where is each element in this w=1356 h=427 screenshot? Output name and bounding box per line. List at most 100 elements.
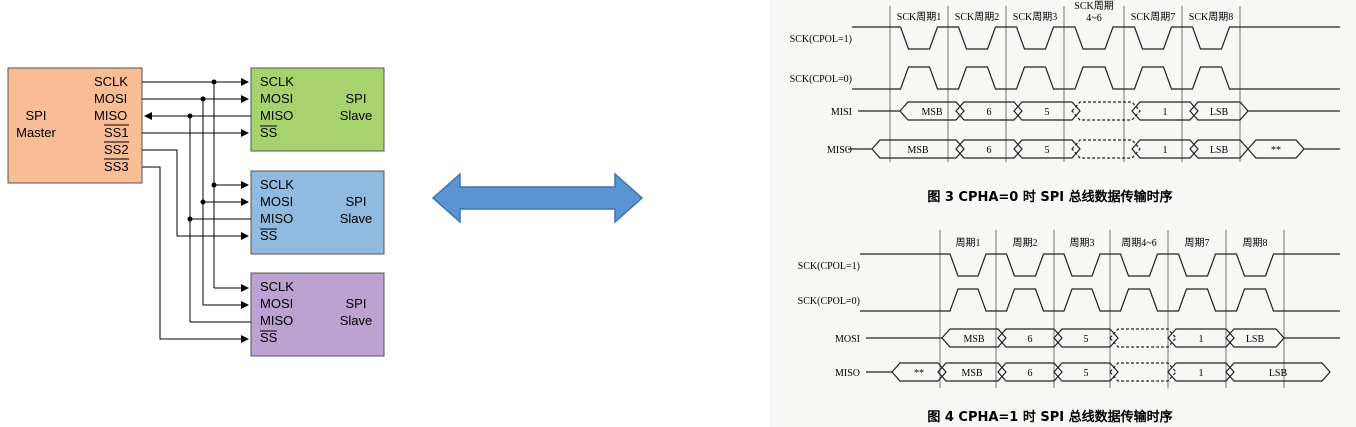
master-pin-ss1: SS1 (104, 125, 129, 140)
sck-waveform-cpol0 (860, 288, 1340, 312)
slave-2-title-line1: SPI (346, 194, 367, 209)
miso-bit-1 (871, 139, 965, 159)
miso-bit-label-6: LSB (1210, 145, 1229, 156)
mosi-bit-3 (1013, 101, 1081, 121)
mosi-bit-3 (1053, 328, 1119, 348)
miso-bit-label-4: 5 (1084, 368, 1089, 379)
cycle-label-5: 周期7 (1185, 237, 1210, 249)
signal-name-2: SCK(CPOL=0) (798, 296, 860, 307)
slave-3-title-line1: SPI (346, 296, 367, 311)
cycle-label-5: SCK周期7 (1131, 11, 1175, 23)
signal-name-4: MISO (835, 368, 860, 379)
mosi-bit-label-6: LSB (1246, 334, 1265, 345)
slave-1-box (250, 67, 385, 152)
miso-bit-label-1: MSB (907, 145, 928, 156)
sck-waveform-cpol1 (852, 26, 1340, 50)
slave-1-pin-miso: MISO (260, 108, 293, 123)
miso-bit-6 (1167, 362, 1235, 382)
cycle-label-1: SCK周期1 (897, 11, 941, 23)
master-pin-sclk: SCLK (94, 74, 128, 89)
slave-2-pin-miso: MISO (260, 211, 293, 226)
master-title-line1: SPI (26, 108, 47, 123)
mosi-bit-4 (1109, 328, 1177, 348)
slave-1-title-line1: SPI (346, 91, 367, 106)
mosi-bit-label-1: MSB (921, 107, 942, 118)
mosi-bit-1 (941, 328, 1007, 348)
signal-name-2: SCK(CPOL=0) (790, 74, 852, 85)
signal-name-3: MISI (831, 107, 852, 118)
slave-2-pin-ss: SS (260, 228, 278, 243)
slave-3-pin-mosi: MOSI (260, 296, 293, 311)
signal-name-1: SCK(CPOL=1) (790, 34, 852, 45)
miso-bit-3 (1013, 139, 1081, 159)
cycle-label-3: 周期3 (1070, 237, 1095, 249)
miso-bit-2 (937, 362, 1007, 382)
mosi-bit-1 (899, 101, 965, 121)
master-pin-miso: MISO (94, 108, 127, 123)
mosi-bit-4 (1071, 101, 1141, 121)
caption-fig3: 图 3 CPHA=0 时 SPI 总线数据传输时序 (927, 189, 1172, 205)
miso-bit-7 (1225, 362, 1331, 382)
slave-3-pin-sclk: SCLK (260, 279, 294, 294)
miso-bit-5 (1109, 362, 1177, 382)
signal-name-4: MISO (827, 145, 852, 156)
slave-2-title-line2: Slave (340, 211, 373, 226)
cycle-label-1: 周期1 (956, 237, 981, 249)
mosi-bit-label-5: 1 (1163, 107, 1168, 118)
cycle-label-6: 周期8 (1243, 237, 1268, 249)
miso-bit-2 (955, 139, 1023, 159)
junction-dots (187, 79, 217, 222)
cycle-label-6: SCK周期8 (1189, 11, 1233, 23)
miso-bit-label-7: LSB (1269, 368, 1288, 379)
signal-name-1: SCK(CPOL=1) (798, 261, 860, 272)
master-pin-ss2: SS2 (104, 142, 129, 157)
double-arrow-icon (431, 172, 644, 224)
mosi-bit-label-6: LSB (1210, 107, 1229, 118)
slave-1-title-line2: Slave (340, 108, 373, 123)
cycle-label-4: 4~6 (1086, 13, 1101, 24)
mosi-bit-label-3: 5 (1084, 334, 1089, 345)
timing-panel-background (770, 0, 1356, 427)
slave-2-pin-mosi: MOSI (260, 194, 293, 209)
slave-2-box (250, 170, 385, 255)
slave-1-pin-ss: SS (260, 125, 278, 140)
mosi-bit-label-5: 1 (1199, 334, 1204, 345)
mosi-bit-2 (997, 328, 1063, 348)
miso-bit-1 (891, 362, 947, 382)
miso-bit-4 (1071, 139, 1141, 159)
master-title-line2: Master (16, 125, 56, 140)
cycle-label-2: 周期2 (1013, 237, 1038, 249)
slave-3-pin-ss: SS (260, 330, 278, 345)
mosi-bit-5 (1131, 101, 1199, 121)
mosi-bit-label-2: 6 (987, 107, 992, 118)
mosi-bit-label-1: MSB (963, 334, 984, 345)
miso-bit-3 (997, 362, 1063, 382)
miso-bit-label-3: 5 (1045, 145, 1050, 156)
cycle-label-3: SCK周期3 (1013, 11, 1057, 23)
sck-waveform-cpol1 (860, 253, 1340, 277)
miso-bit-label-3: 6 (1028, 368, 1033, 379)
miso-bit-4 (1053, 362, 1119, 382)
master-pin-mosi: MOSI (94, 91, 127, 106)
slave-1-pin-mosi: MOSI (260, 91, 293, 106)
cycle-label-2: SCK周期2 (955, 11, 999, 23)
mosi-bit-2 (955, 101, 1023, 121)
slave-1-pin-sclk: SCLK (260, 74, 294, 89)
miso-bit-5 (1131, 139, 1199, 159)
mosi-bit-label-3: 5 (1045, 107, 1050, 118)
slave-3-pin-miso: MISO (260, 313, 293, 328)
master-pin-ss3: SS3 (104, 159, 129, 174)
spi-block-diagram: SPI Master SCLK MOSI MISO SS1 SS2 SS3 SC… (7, 67, 385, 357)
spi-wires (142, 78, 251, 343)
cycle-label-4: 周期4~6 (1121, 237, 1156, 249)
miso-bit-label-2: 6 (987, 145, 992, 156)
slave-3-box (250, 272, 385, 357)
mosi-bit-5 (1167, 328, 1235, 348)
mosi-bit-label-2: 6 (1028, 334, 1033, 345)
miso-bit-label-2: MSB (961, 368, 982, 379)
slave-2-pin-sclk: SCLK (260, 177, 294, 192)
signal-name-3: MOSI (835, 334, 860, 345)
miso-bit-label-5: 1 (1163, 145, 1168, 156)
